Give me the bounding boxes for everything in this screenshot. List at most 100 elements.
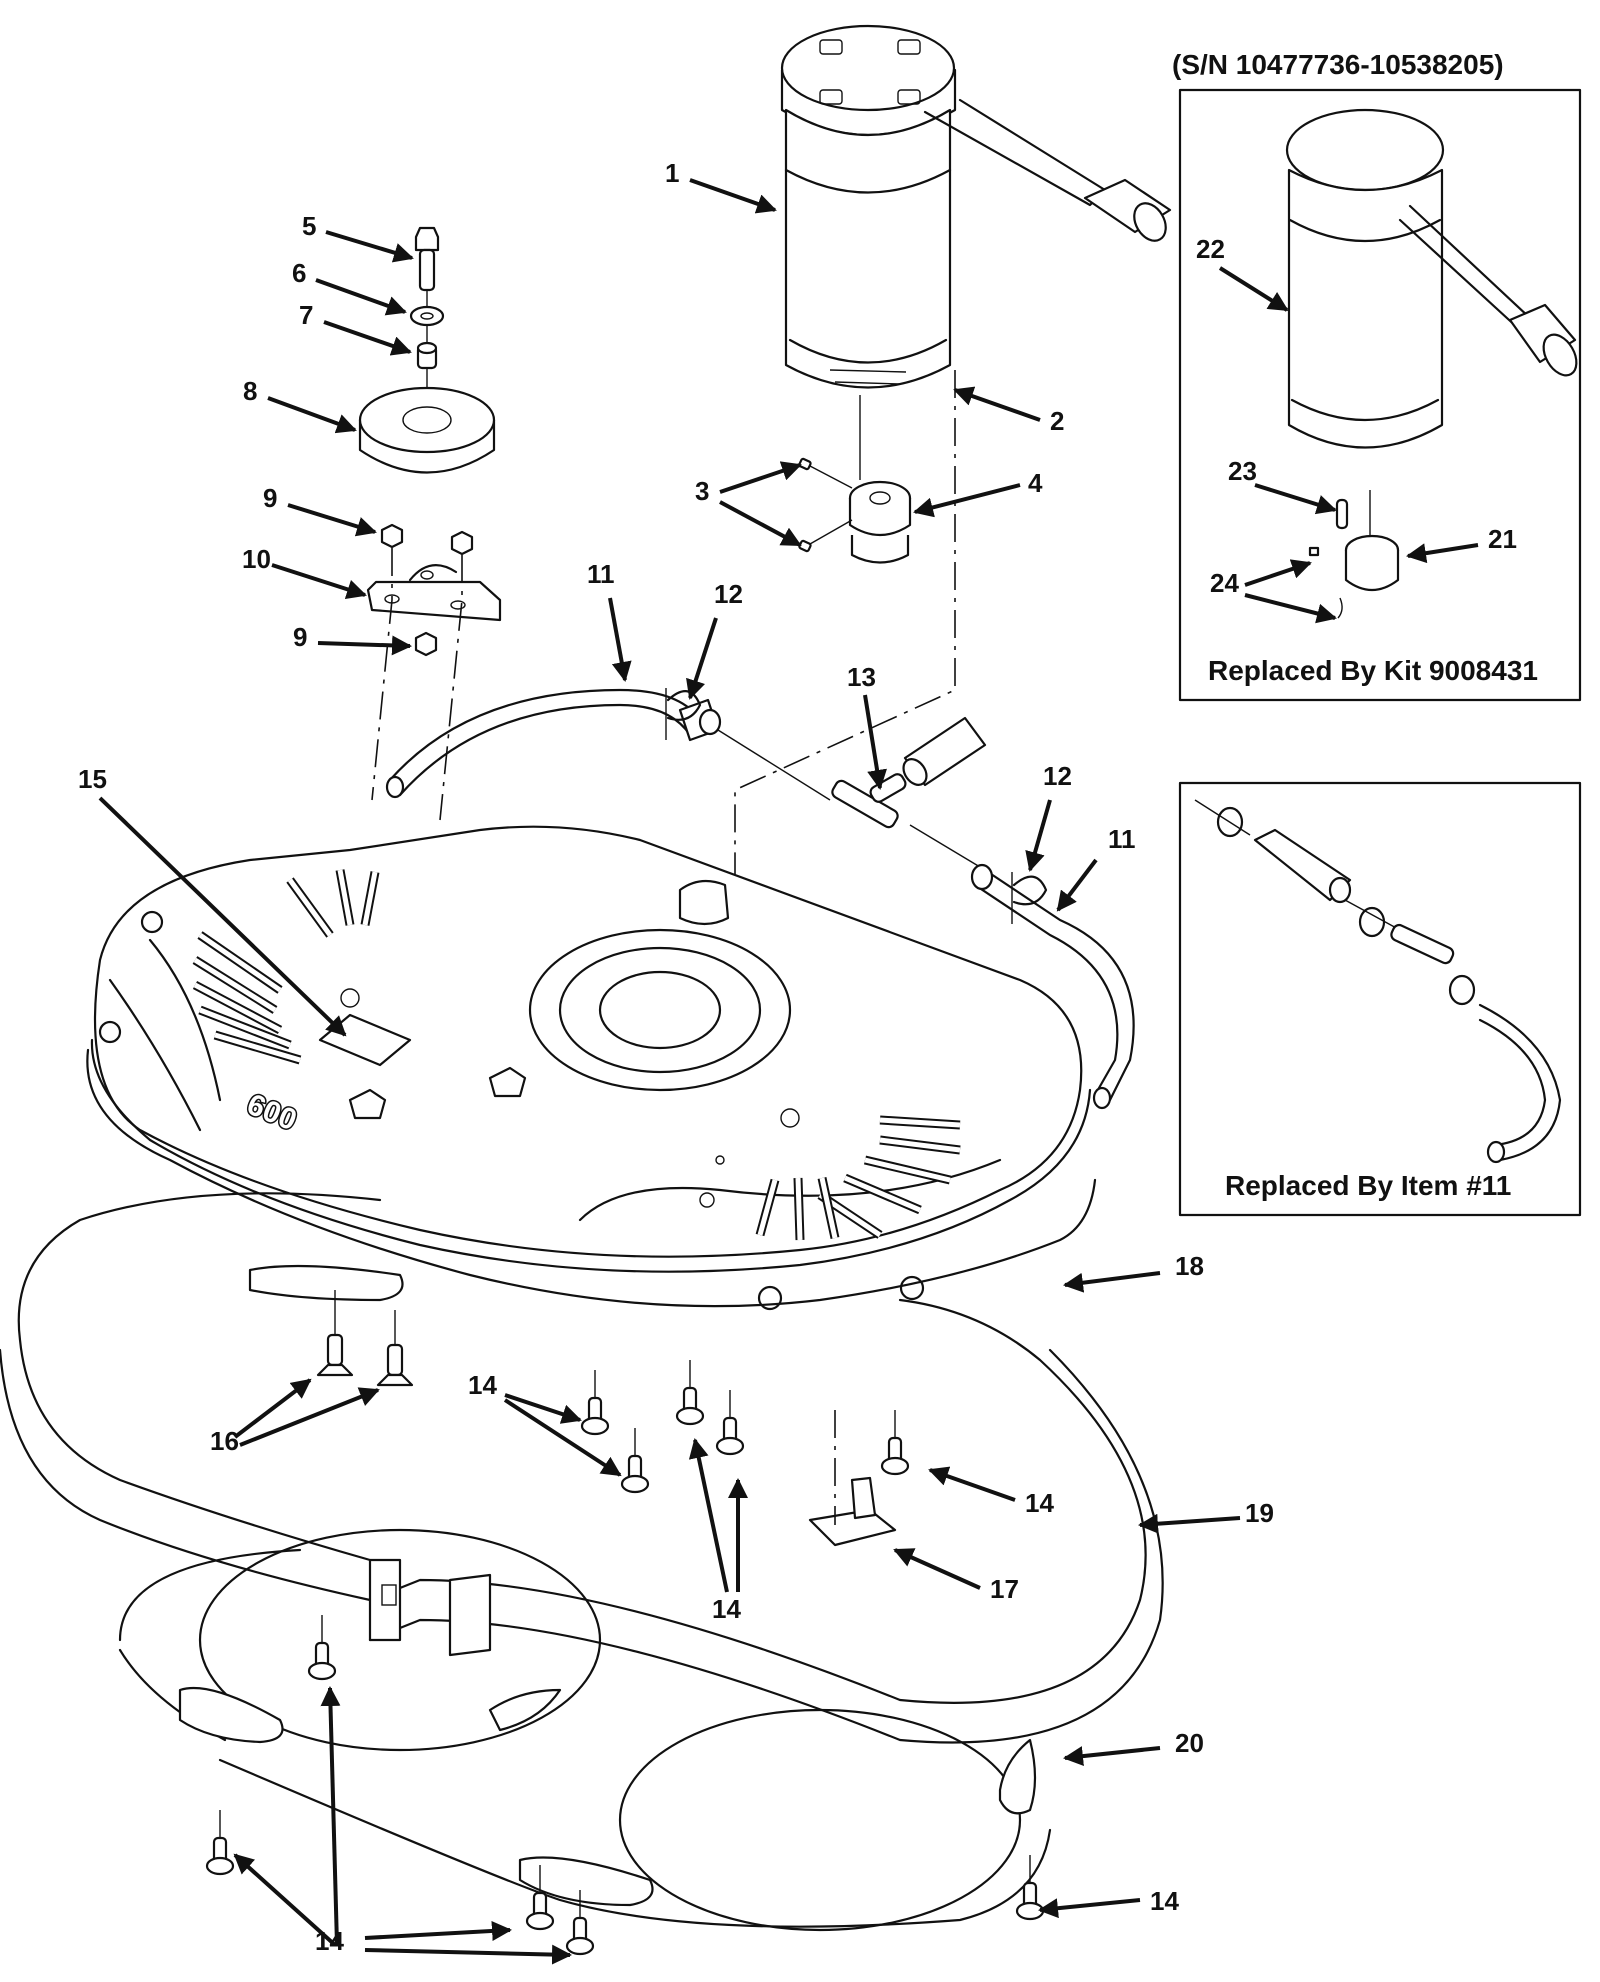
callout-arrow bbox=[1218, 266, 1289, 312]
callout-arrow bbox=[1406, 543, 1479, 564]
callout-motor: 22 bbox=[1196, 234, 1289, 312]
callout-flat-head-screw: 16 bbox=[210, 1378, 380, 1456]
inset-hose-box: Replaced By Item #11 bbox=[1178, 781, 1582, 1217]
callout-bumper: 19 bbox=[1138, 1498, 1274, 1534]
callout-arrow bbox=[1038, 1898, 1141, 1919]
callout-arrow bbox=[287, 503, 377, 537]
callout-label: 15 bbox=[78, 764, 107, 794]
callout-bolt: 5 bbox=[302, 211, 414, 263]
callout-arrow bbox=[323, 320, 412, 356]
callout-label: 11 bbox=[587, 559, 615, 589]
callout-label: 11 bbox=[1108, 824, 1136, 854]
callout-arrow bbox=[953, 386, 1041, 422]
set-screw bbox=[798, 457, 853, 553]
callout-clip: 17 bbox=[893, 1548, 1019, 1604]
callout-arrow bbox=[719, 461, 802, 494]
callout-nut: 9 bbox=[263, 483, 377, 537]
callout-arrow bbox=[1025, 799, 1052, 872]
flange-screw bbox=[525, 1865, 555, 1931]
main-housing: 600 bbox=[90, 825, 1092, 1311]
callout-washer: 6 bbox=[292, 258, 407, 316]
callout-arrow bbox=[893, 1548, 981, 1590]
callout-label: 10 bbox=[242, 544, 271, 574]
callout-arrow bbox=[928, 1466, 1016, 1502]
callout-arrow bbox=[686, 617, 718, 700]
callout-label: 17 bbox=[990, 1574, 1019, 1604]
callout-label: 20 bbox=[1175, 1728, 1204, 1758]
callout-label: 14 bbox=[1150, 1886, 1179, 1916]
callout-label: 7 bbox=[299, 300, 313, 330]
callout-label: 1 bbox=[665, 158, 679, 188]
callout-key: 23 bbox=[1228, 456, 1337, 515]
hose-right bbox=[970, 863, 1135, 1110]
flange-screw bbox=[565, 1890, 595, 1956]
flange-screw bbox=[307, 1615, 337, 1681]
callout-label: 15 bbox=[78, 764, 347, 1037]
callout-arrow bbox=[1063, 1271, 1161, 1293]
callout-label: 12 bbox=[1043, 761, 1072, 791]
serial-range: (S/N 10477736-10538205) bbox=[1172, 49, 1504, 80]
callout-arrow bbox=[233, 1853, 337, 1947]
callout-arrow bbox=[503, 1398, 622, 1477]
flange-screw bbox=[1015, 1855, 1045, 1921]
callout-clamp: 12 bbox=[1025, 761, 1072, 872]
motor bbox=[780, 24, 1172, 389]
callout-arrow bbox=[1056, 858, 1098, 912]
callout-hose: 11 bbox=[1056, 824, 1136, 912]
callout-label: 18 bbox=[1175, 1251, 1204, 1281]
callout-label: 12 bbox=[714, 579, 743, 609]
flange-screw bbox=[205, 1810, 235, 1876]
callout-label: 5 bbox=[302, 211, 316, 241]
callout-screw: 14 bbox=[928, 1466, 1054, 1518]
flange-screw bbox=[580, 1370, 610, 1436]
callout-label: 16 bbox=[210, 1426, 239, 1456]
gasket bbox=[86, 1048, 1097, 1308]
callout-arrow bbox=[913, 483, 1021, 518]
callout-label: 3 bbox=[695, 476, 709, 506]
clip bbox=[808, 1410, 897, 1547]
washer bbox=[409, 305, 445, 327]
callout-pulley: 4 bbox=[913, 468, 1043, 518]
callout-arrow bbox=[688, 1438, 729, 1593]
callout-pad-driver-plate: 20 bbox=[1063, 1728, 1204, 1767]
callout-screw: 14 bbox=[688, 1438, 748, 1624]
callout-motor: 1 bbox=[665, 158, 777, 214]
callout-arrow bbox=[271, 563, 367, 599]
callout-label: 14 bbox=[468, 1370, 497, 1400]
inset-motor-caption: Replaced By Kit 9008431 bbox=[1208, 655, 1538, 686]
callout-pulley: 21 bbox=[1406, 524, 1517, 564]
nut bbox=[380, 523, 474, 657]
flat-head-screws bbox=[316, 1290, 414, 1387]
pulley bbox=[848, 480, 912, 564]
callout-arrow bbox=[364, 1921, 512, 1941]
hose-short bbox=[902, 716, 987, 787]
callout-tee-fitting: 13 bbox=[847, 662, 888, 790]
callout-arrow bbox=[320, 1686, 341, 1946]
callout-arrow bbox=[863, 694, 888, 790]
callout-isolator: 8 bbox=[243, 376, 357, 434]
callout-label: 9 bbox=[293, 622, 307, 652]
callout-spacer: 7 bbox=[299, 300, 412, 356]
callout-label: 9 bbox=[263, 483, 277, 513]
callout-gasket: 18 bbox=[1063, 1251, 1204, 1293]
callout-hose: 11 bbox=[587, 559, 632, 682]
callout-label: 4 bbox=[1028, 468, 1043, 498]
callout-nut: 9 bbox=[293, 622, 412, 656]
callout-arrow bbox=[1138, 1513, 1241, 1534]
callout-bracket: 10 bbox=[242, 544, 367, 599]
callout-arrow bbox=[1063, 1746, 1161, 1767]
callout-screw: 14 bbox=[233, 1686, 572, 1965]
isolator bbox=[358, 386, 496, 474]
callout-clamp: 12 bbox=[686, 579, 743, 700]
callout-label: 14 bbox=[712, 1594, 741, 1624]
flange-screw bbox=[715, 1390, 745, 1456]
callout-label: 19 bbox=[1245, 1498, 1274, 1528]
spacer bbox=[416, 341, 438, 370]
callout-arrow bbox=[719, 500, 802, 547]
callout-screw: 14 bbox=[1038, 1886, 1179, 1919]
inset-hose-caption: Replaced By Item #11 bbox=[1225, 1170, 1511, 1201]
bracket bbox=[366, 564, 502, 622]
callout-arrow bbox=[239, 1387, 380, 1447]
callout-arrow bbox=[325, 230, 414, 263]
